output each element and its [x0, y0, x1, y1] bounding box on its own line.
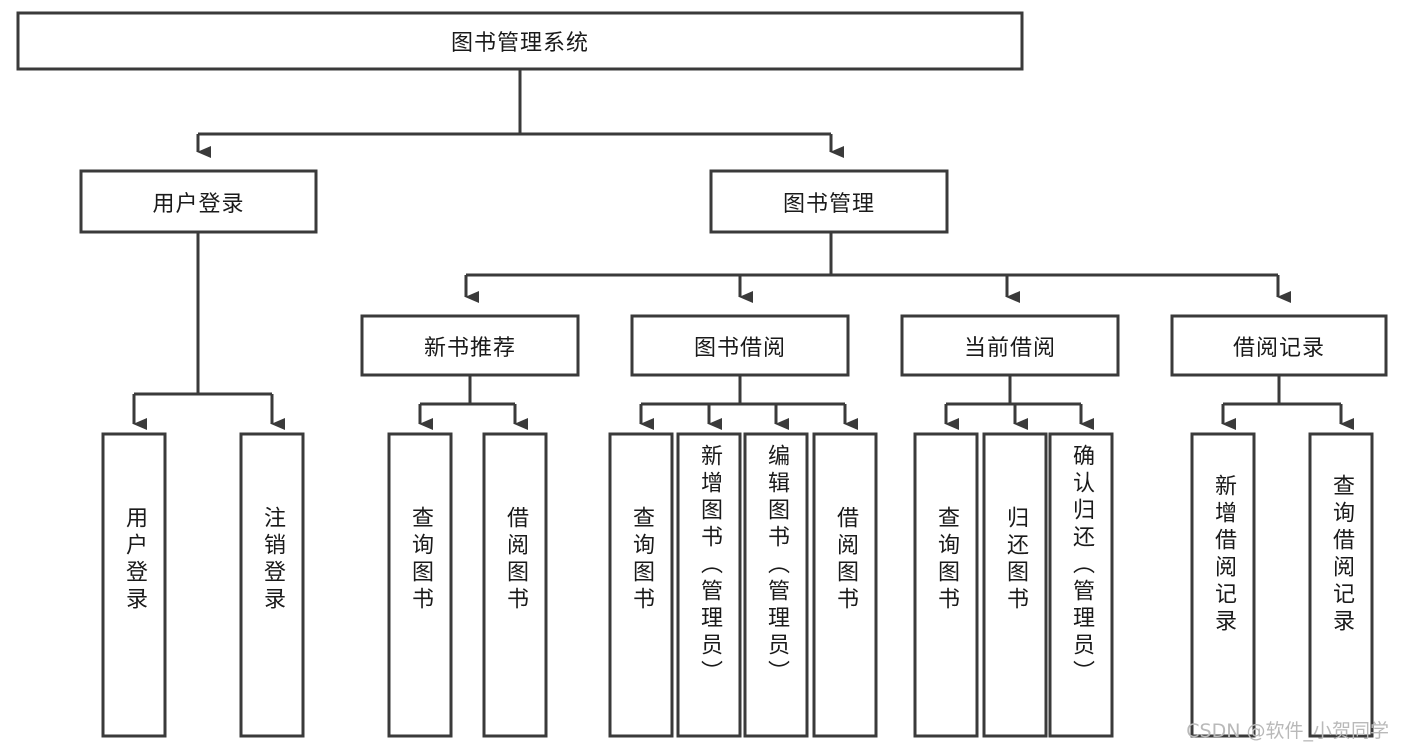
node-book-borrow-box [630, 314, 850, 377]
leaf-box-add-book [676, 432, 742, 738]
node-current-borrow-box [900, 314, 1120, 377]
node-user-login-box [79, 169, 318, 234]
leaf-box-query-book-2 [608, 432, 674, 738]
node-new-book-recommend-box [360, 314, 580, 377]
leaf-box-query-book-3 [913, 432, 979, 738]
leaf-box-user-logout [239, 432, 305, 738]
leaf-box-add-record [1190, 432, 1256, 738]
leaf-box-borrow-book-1 [482, 432, 548, 738]
leaf-box-query-record [1308, 432, 1374, 738]
node-book-management-box [709, 169, 949, 234]
leaf-box-return-book [982, 432, 1048, 738]
leaf-box-confirm-return [1048, 432, 1114, 738]
leaf-box-borrow-book-2 [812, 432, 878, 738]
node-root-box [16, 11, 1024, 71]
leaf-box-user-login [101, 432, 167, 738]
leaf-box-edit-book [743, 432, 809, 738]
leaf-box-query-book-1 [387, 432, 453, 738]
node-borrow-record-box [1170, 314, 1388, 377]
